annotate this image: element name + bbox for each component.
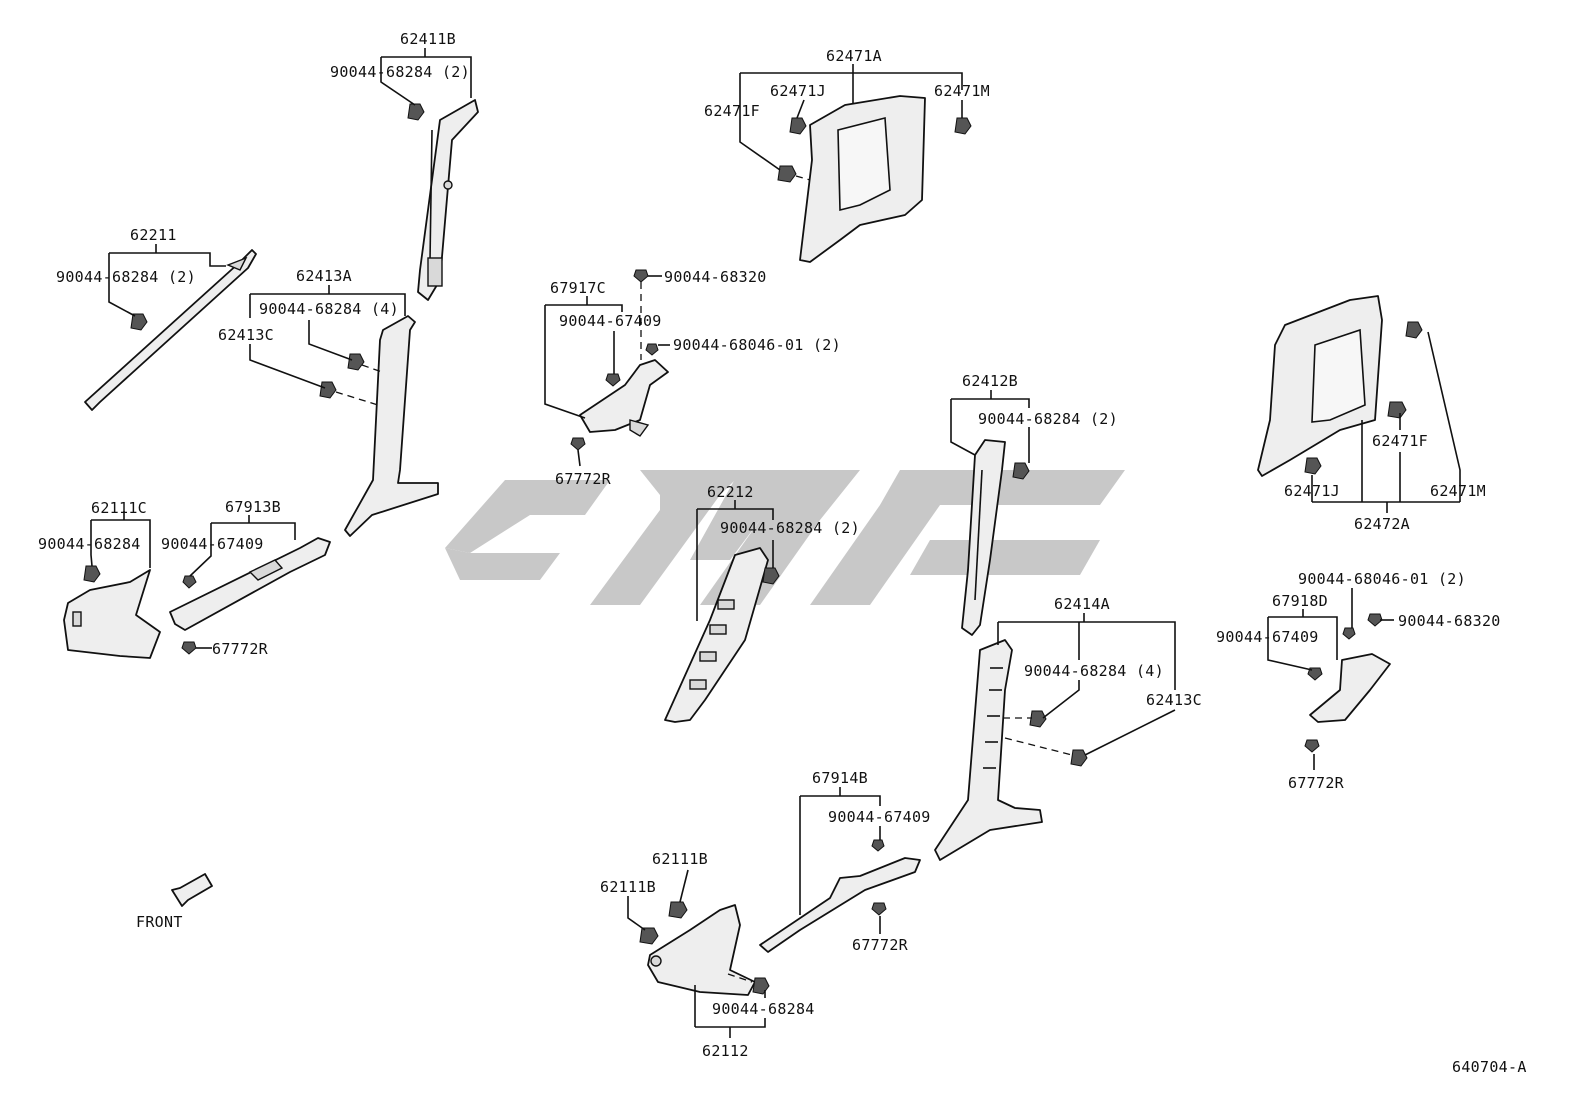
clip-icon — [83, 565, 101, 583]
label-67772r-right: 67772R — [1288, 774, 1345, 792]
bracket-67917c — [579, 359, 669, 437]
clip-icon — [752, 977, 770, 995]
label-62414a-clip: 90044-68284 (4) — [1024, 662, 1164, 680]
label-90044-68320-top: 90044-68320 — [664, 268, 767, 286]
label-62212-clip: 90044-68284 (2) — [720, 519, 860, 537]
panel-62111c — [63, 569, 161, 659]
clip-icon — [347, 353, 365, 371]
label-62471j-right: 62471J — [1284, 482, 1340, 500]
screw-icon — [871, 902, 887, 916]
label-67772r-low: 67772R — [852, 936, 909, 954]
diagram-ref-code: 640704-A — [1452, 1058, 1527, 1076]
label-67918d-clip: 90044-67409 — [1216, 628, 1319, 646]
clip-icon — [789, 117, 807, 135]
quarter-panel-62472a — [1257, 295, 1383, 477]
label-62111c-clip: 90044-68284 — [38, 535, 141, 553]
clip-icon — [639, 927, 659, 945]
panel-62112 — [647, 904, 756, 996]
label-62111b-a: 62111B — [652, 850, 708, 868]
bracket-67918d — [1309, 653, 1391, 723]
strip-62211 — [84, 249, 257, 411]
clip-icon — [1070, 749, 1088, 767]
label-62211-clip: 90044-68284 (2) — [56, 268, 196, 286]
label-67772r-left: 67772R — [212, 640, 269, 658]
clip-icon — [1012, 462, 1030, 480]
label-62413a: 62413A — [296, 267, 352, 285]
label-62412b: 62412B — [962, 372, 1018, 390]
front-label: FRONT — [136, 913, 183, 931]
screw-icon — [1304, 739, 1320, 753]
screw-icon — [605, 373, 621, 387]
label-67914b: 67914B — [812, 769, 868, 787]
label-62411b: 62411B — [400, 30, 456, 48]
label-90044-68320-right: 90044-68320 — [1398, 612, 1501, 630]
scuff-67913b — [169, 537, 331, 631]
clip-icon — [1304, 457, 1322, 475]
label-62111b-b: 62111B — [600, 878, 656, 896]
label-62471f-right: 62471F — [1372, 432, 1428, 450]
screw-icon — [871, 839, 885, 852]
clip-icon — [777, 165, 797, 183]
label-67913b: 67913B — [225, 498, 281, 516]
clip-icon — [319, 381, 337, 399]
front-arrow-icon — [171, 873, 213, 907]
label-67772r-mid: 67772R — [555, 470, 612, 488]
label-67917c: 67917C — [550, 279, 606, 297]
clip-icon — [668, 901, 688, 919]
label-62471m-top: 62471M — [934, 82, 990, 100]
part-labels: 62411B 90044-68284 (2) 62211 90044-68284… — [38, 30, 1527, 1076]
label-62212: 62212 — [707, 483, 754, 501]
screw-icon — [181, 641, 197, 655]
pillar-62414a — [934, 639, 1043, 861]
label-67914b-clip: 90044-67409 — [828, 808, 931, 826]
label-62112-clip: 90044-68284 — [712, 1000, 815, 1018]
label-62471m-right: 62471M — [1430, 482, 1486, 500]
label-62471a: 62471A — [826, 47, 882, 65]
label-62413a-clip: 90044-68284 (4) — [259, 300, 399, 318]
clip-icon — [1405, 321, 1423, 339]
label-67913b-clip: 90044-67409 — [161, 535, 264, 553]
label-67918d: 67918D — [1272, 592, 1328, 610]
clip-icon — [762, 567, 780, 585]
label-62472a: 62472A — [1354, 515, 1410, 533]
screw-icon — [182, 575, 197, 589]
label-62411b-clip: 90044-68284 (2) — [330, 63, 470, 81]
pillar-62212 — [664, 547, 769, 723]
pillar-62411b — [417, 99, 479, 301]
screw-icon — [1367, 613, 1383, 627]
clip-icon — [130, 313, 148, 331]
label-62471f-top: 62471F — [704, 102, 760, 120]
label-62414a: 62414A — [1054, 595, 1110, 613]
label-62413c-right: 62413C — [1146, 691, 1202, 709]
label-90044-68046-right: 90044-68046-01 (2) — [1298, 570, 1466, 588]
clip-icon — [1387, 401, 1407, 419]
screw-icon — [633, 269, 649, 283]
quarter-panel-62471a — [799, 95, 926, 263]
scuff-67914b — [759, 857, 921, 953]
screw-icon — [645, 343, 659, 356]
pillar-62412b — [961, 439, 1006, 636]
screw-icon — [1342, 627, 1356, 640]
label-62112: 62112 — [702, 1042, 749, 1060]
label-62413c-left: 62413C — [218, 326, 274, 344]
label-62211: 62211 — [130, 226, 177, 244]
pillar-62413a — [344, 315, 439, 537]
clip-icon — [1029, 710, 1047, 728]
screw-icon — [1307, 667, 1323, 681]
label-67917c-clip: 90044-67409 — [559, 312, 662, 330]
screw-icon — [570, 437, 586, 451]
clip-icon — [407, 103, 425, 121]
leader-lines — [90, 48, 1461, 1038]
label-62412b-clip: 90044-68284 (2) — [978, 410, 1118, 428]
label-62111c: 62111C — [91, 499, 147, 517]
clip-icon — [954, 117, 972, 135]
label-62471j-top: 62471J — [770, 82, 826, 100]
watermark-logo — [445, 470, 1125, 605]
label-90044-68046-top: 90044-68046-01 (2) — [673, 336, 841, 354]
